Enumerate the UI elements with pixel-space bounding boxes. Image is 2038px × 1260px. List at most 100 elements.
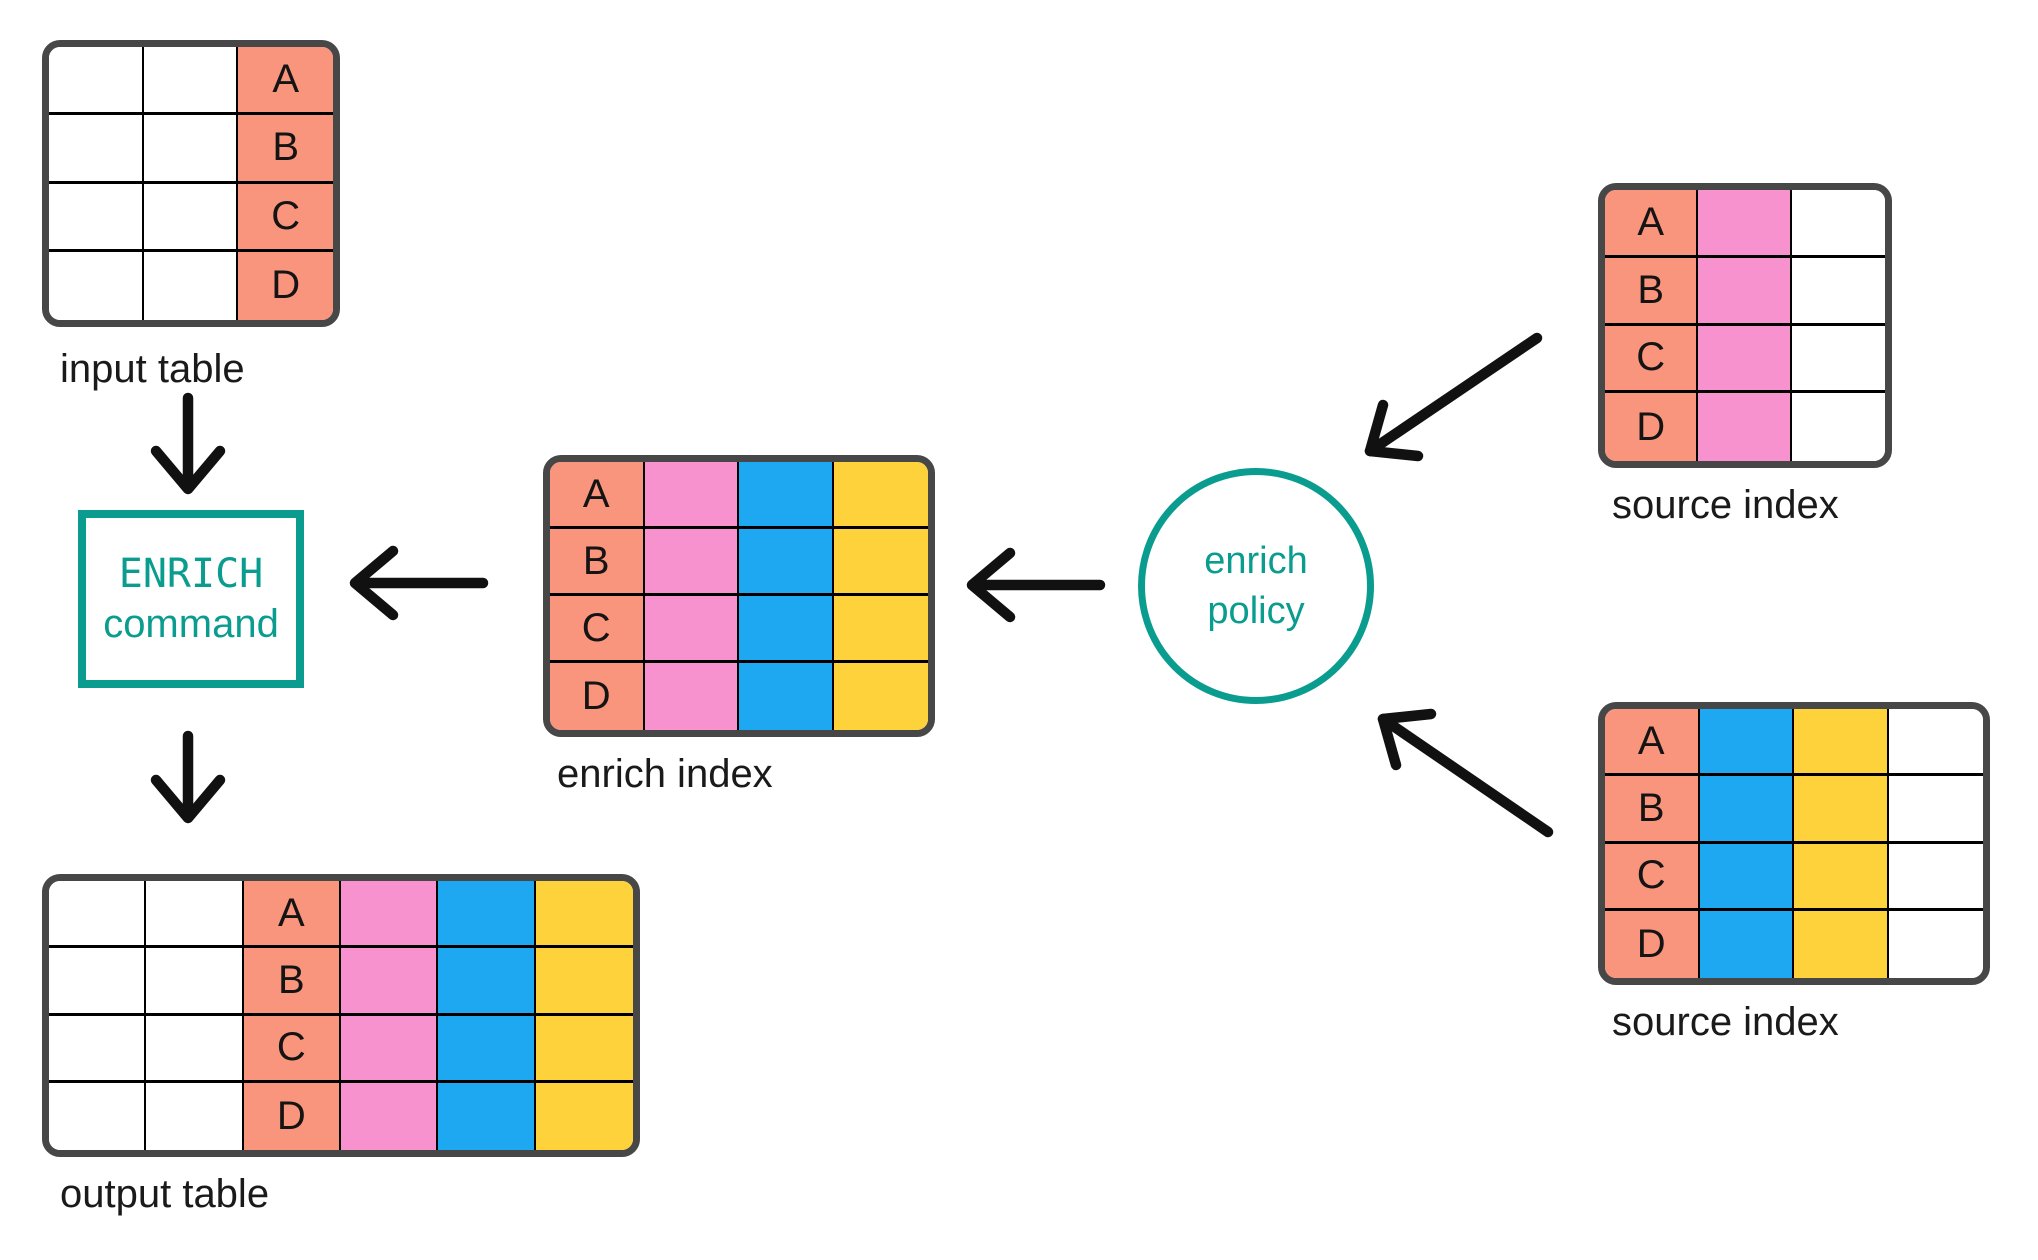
table-cell bbox=[833, 663, 928, 730]
table-cell bbox=[438, 881, 536, 949]
table-cell bbox=[1888, 709, 1983, 777]
table-cell: B bbox=[550, 529, 645, 596]
table-cell bbox=[49, 948, 147, 1016]
table-cell bbox=[49, 1015, 147, 1083]
table-cell bbox=[644, 529, 739, 596]
table-cell bbox=[143, 47, 239, 116]
input-table-label: input table bbox=[60, 347, 245, 391]
table-cell: C bbox=[550, 596, 645, 663]
arrow-sourcetop-to-policy bbox=[1364, 332, 1543, 462]
table-cell: A bbox=[243, 881, 341, 949]
table-cell bbox=[1698, 257, 1792, 326]
table-cell: C bbox=[238, 183, 333, 252]
table-cell: D bbox=[1605, 910, 1700, 978]
table-cell bbox=[1791, 325, 1885, 394]
arrow-policy-to-enrichindex bbox=[966, 547, 1106, 623]
enrich-command-node: ENRICH command bbox=[78, 510, 304, 688]
table-cell bbox=[1888, 910, 1983, 978]
table-cell bbox=[535, 1082, 633, 1150]
table-cell bbox=[535, 1015, 633, 1083]
table-cell: A bbox=[238, 47, 333, 116]
arrow-command-to-output bbox=[150, 730, 226, 824]
table-cell: C bbox=[1605, 843, 1700, 911]
table-cell bbox=[739, 596, 834, 663]
enrich-policy-line1: enrich bbox=[1204, 540, 1308, 582]
output-table-label: output table bbox=[60, 1172, 270, 1216]
table-cell bbox=[535, 881, 633, 949]
table-cell bbox=[1698, 190, 1792, 258]
table-cell bbox=[143, 115, 239, 184]
table-cell bbox=[143, 251, 239, 320]
table-cell bbox=[644, 663, 739, 730]
enrich-policy-line2: policy bbox=[1207, 590, 1305, 632]
table-cell: B bbox=[1605, 257, 1699, 326]
table-cell bbox=[1791, 257, 1885, 326]
table-cell bbox=[1699, 776, 1794, 844]
table-cell bbox=[341, 881, 439, 949]
table-cell bbox=[438, 948, 536, 1016]
table-cell: C bbox=[243, 1015, 341, 1083]
table-cell bbox=[49, 115, 144, 184]
table-cell bbox=[739, 663, 834, 730]
table-cell bbox=[146, 881, 244, 949]
table-cell bbox=[49, 47, 144, 116]
table-cell bbox=[1699, 843, 1794, 911]
table-cell bbox=[341, 948, 439, 1016]
table-cell bbox=[535, 948, 633, 1016]
table-cell: B bbox=[238, 115, 333, 184]
table-cell bbox=[1794, 709, 1889, 777]
table-cell bbox=[146, 948, 244, 1016]
table-cell bbox=[644, 462, 739, 529]
arrow-input-to-command bbox=[150, 392, 226, 495]
table-cell: D bbox=[1605, 393, 1699, 461]
table-cell bbox=[49, 183, 144, 252]
table-cell bbox=[438, 1082, 536, 1150]
enrich-index-label: enrich index bbox=[557, 752, 773, 796]
source-index-bottom-label: source index bbox=[1612, 1000, 1839, 1044]
table-cell bbox=[1888, 776, 1983, 844]
table-cell bbox=[644, 596, 739, 663]
table-cell bbox=[1791, 190, 1885, 258]
table-cell bbox=[143, 183, 239, 252]
table-cell bbox=[1698, 393, 1792, 461]
table-cell bbox=[739, 529, 834, 596]
table-cell: A bbox=[1605, 190, 1699, 258]
table-cell bbox=[1698, 325, 1792, 394]
table-cell: D bbox=[243, 1082, 341, 1150]
enrich-policy-node: enrich policy bbox=[1138, 468, 1374, 704]
table-cell bbox=[1794, 776, 1889, 844]
arrow-sourcebottom-to-policy bbox=[1377, 708, 1554, 838]
table-cell bbox=[49, 1082, 147, 1150]
table-cell bbox=[1699, 709, 1794, 777]
table-cell bbox=[1791, 393, 1885, 461]
table-cell bbox=[1794, 910, 1889, 978]
table-cell: C bbox=[1605, 325, 1699, 394]
table-cell bbox=[739, 462, 834, 529]
enrich-command-keyword: ENRICH bbox=[118, 551, 264, 597]
table-cell bbox=[49, 881, 147, 949]
arrow-enrichindex-to-command bbox=[349, 545, 489, 621]
table-cell: D bbox=[550, 663, 645, 730]
table-cell bbox=[341, 1015, 439, 1083]
table-cell: A bbox=[1605, 709, 1700, 777]
table-cell bbox=[146, 1015, 244, 1083]
table-cell bbox=[1794, 843, 1889, 911]
table-cell: B bbox=[243, 948, 341, 1016]
enrich-command-word: command bbox=[103, 602, 279, 646]
table-cell bbox=[833, 462, 928, 529]
table-cell bbox=[438, 1015, 536, 1083]
table-cell: A bbox=[550, 462, 645, 529]
table-cell bbox=[1699, 910, 1794, 978]
table-cell: B bbox=[1605, 776, 1700, 844]
table-cell bbox=[49, 251, 144, 320]
table-cell bbox=[146, 1082, 244, 1150]
table-cell bbox=[341, 1082, 439, 1150]
table-cell bbox=[1888, 843, 1983, 911]
table-cell bbox=[833, 529, 928, 596]
